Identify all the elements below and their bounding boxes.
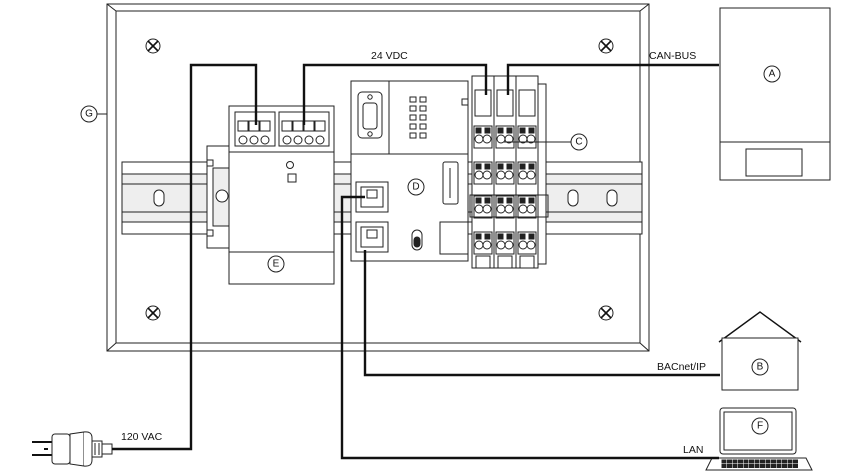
wiring (112, 63, 720, 460)
wire-120vac (112, 63, 258, 451)
mounting-screw-top-right (598, 38, 614, 54)
callout-d-letter: D (412, 182, 419, 193)
controller (350, 80, 469, 262)
callout-c-letter: C (575, 137, 582, 148)
callout-b: B (751, 358, 769, 376)
io-module-1 (471, 75, 495, 269)
wire-can-bus (506, 63, 719, 95)
io-end-cap (469, 83, 549, 265)
power-plug (32, 431, 113, 467)
house-device (718, 311, 802, 391)
callout-e: E (267, 255, 285, 273)
wire-lan (340, 195, 719, 460)
callout-e-letter: E (273, 259, 280, 270)
wire-24vdc (302, 63, 488, 125)
callout-a-letter: A (769, 69, 776, 80)
label-bacnet-ip: BACnet/IP (657, 361, 706, 373)
callout-b-letter: B (757, 362, 764, 373)
label-lan: LAN (683, 444, 703, 456)
callout-a: A (763, 65, 781, 83)
io-terminal-modules (469, 75, 549, 269)
label-120vac: 120 VAC (121, 431, 163, 443)
callout-c: C (504, 133, 588, 151)
callout-f-letter: F (757, 421, 763, 432)
label-24vdc: 24 VDC (371, 50, 408, 62)
mounting-screw-top-left (145, 38, 161, 54)
mounting-screw-bottom-right (598, 305, 614, 321)
laptop-device (705, 407, 813, 471)
callout-g: G (80, 105, 107, 123)
mounting-screw-bottom-left (145, 305, 161, 321)
wire-bacnet-ip (363, 250, 720, 377)
callout-f: F (751, 417, 769, 435)
boiler-device (719, 7, 831, 181)
io-module-3 (515, 75, 539, 269)
io-module-2 (493, 75, 517, 269)
callout-d: D (407, 178, 425, 196)
callout-g-letter: G (85, 109, 93, 120)
power-supply (206, 105, 335, 285)
label-can-bus: CAN-BUS (649, 50, 696, 62)
